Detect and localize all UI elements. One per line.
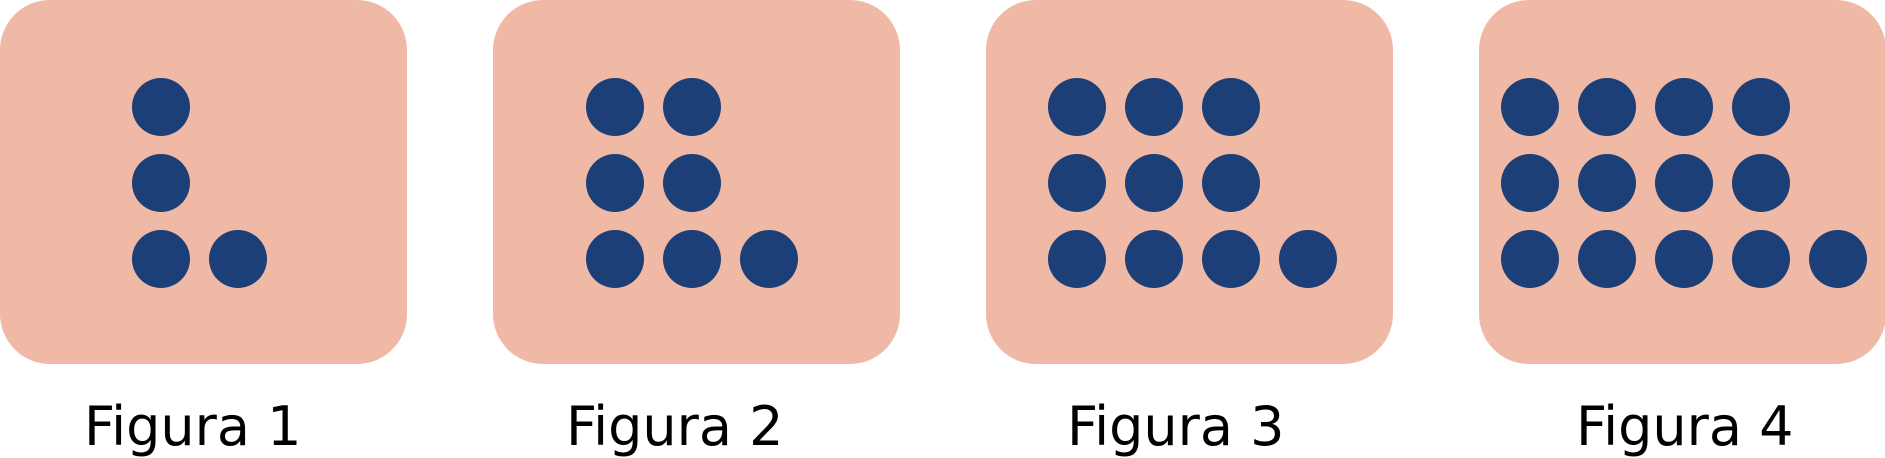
figure-4-dot — [1578, 154, 1636, 212]
figure-3-dot — [1125, 154, 1183, 212]
figure-2-dot — [663, 154, 721, 212]
figure-4-dot — [1501, 78, 1559, 136]
figure-4-dot — [1655, 78, 1713, 136]
figure-4-dot — [1732, 154, 1790, 212]
figure-2-dot — [740, 230, 798, 288]
figure-2-dot — [586, 78, 644, 136]
figure-3-dot — [1048, 230, 1106, 288]
figure-4-dot — [1578, 230, 1636, 288]
figure-4-dot — [1655, 154, 1713, 212]
figure-3-dot — [1202, 78, 1260, 136]
figure-2-dot — [663, 78, 721, 136]
figure-3-card — [986, 0, 1393, 364]
figure-1-dot — [132, 154, 190, 212]
figure-4-dot — [1578, 78, 1636, 136]
figure-3-dot — [1279, 230, 1337, 288]
figure-2-dot — [663, 230, 721, 288]
figure-1-dot — [132, 78, 190, 136]
figure-4-dot — [1501, 230, 1559, 288]
figure-4-dot — [1732, 78, 1790, 136]
figure-1-card — [0, 0, 407, 364]
figure-3-dot — [1048, 154, 1106, 212]
figure-1-caption: Figura 1 — [84, 395, 302, 458]
figure-2-dot — [586, 154, 644, 212]
figure-4-dot — [1809, 230, 1867, 288]
figure-3-dot — [1125, 78, 1183, 136]
figure-2-dot — [586, 230, 644, 288]
figure-4-dot — [1732, 230, 1790, 288]
figure-4-dot — [1655, 230, 1713, 288]
figure-2-caption: Figura 2 — [566, 395, 784, 458]
figure-1-dot — [132, 230, 190, 288]
figure-3-dot — [1202, 230, 1260, 288]
figure-3-dot — [1202, 154, 1260, 212]
figure-3-caption: Figura 3 — [1067, 395, 1285, 458]
figure-4-dot — [1501, 154, 1559, 212]
figure-3-dot — [1048, 78, 1106, 136]
figure-4-caption: Figura 4 — [1576, 395, 1794, 458]
figure-1-dot — [209, 230, 267, 288]
figure-3-dot — [1125, 230, 1183, 288]
